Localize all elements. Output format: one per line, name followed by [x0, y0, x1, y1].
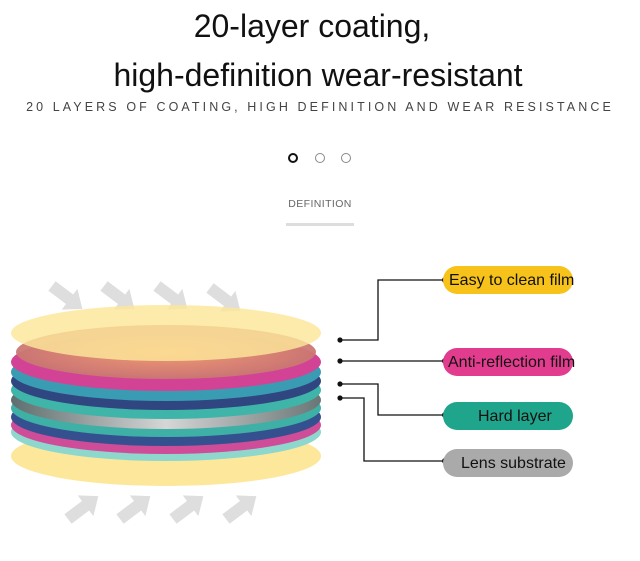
leader-dot [337, 337, 343, 343]
carousel-dot-2[interactable] [315, 153, 325, 163]
incoming-light-arrows [48, 281, 241, 312]
outgoing-light-arrows [64, 495, 257, 524]
layer-label-hard-layer: Hard layer [478, 408, 552, 425]
page-title-line-2: high-definition wear-resistant [113, 57, 523, 93]
layer-label-anti-reflection: Anti-reflection film [448, 354, 576, 371]
pill-easy-clean [443, 266, 573, 294]
carousel-dot-3[interactable] [341, 153, 351, 163]
pill-hard-layer [443, 402, 573, 430]
layer-label-easy-clean: Easy to clean film [449, 272, 575, 289]
arrow-icon [64, 495, 99, 524]
lens-stack [11, 305, 321, 486]
leader-dot [337, 358, 343, 364]
arrow-icon [169, 495, 204, 524]
tab-definition[interactable]: DEFINITION [288, 198, 352, 210]
arrow-icon [48, 281, 83, 310]
leader-line-easy-clean [340, 279, 445, 341]
page-subtitle: 20 LAYERS OF COATING, HIGH DEFINITION AN… [26, 100, 614, 114]
arrow-icon [206, 283, 241, 312]
leader-dot [337, 381, 343, 387]
layer-label-lens-substrate: Lens substrate [461, 455, 566, 472]
pill-anti-reflection [443, 348, 573, 376]
arrow-icon [116, 495, 151, 524]
pill-lens-substrate [443, 449, 573, 477]
arrow-icon [100, 281, 135, 310]
arrow-icon [153, 281, 188, 310]
carousel-dots [288, 153, 358, 167]
tab-underline [286, 223, 354, 226]
leader-line-substrate [340, 397, 445, 462]
leader-line-hard-layer [340, 383, 445, 416]
arrow-icon [222, 495, 257, 524]
leader-dot [337, 395, 343, 401]
carousel-dot-1[interactable] [288, 153, 298, 163]
page-title-line-1: 20-layer coating, [193, 8, 431, 44]
